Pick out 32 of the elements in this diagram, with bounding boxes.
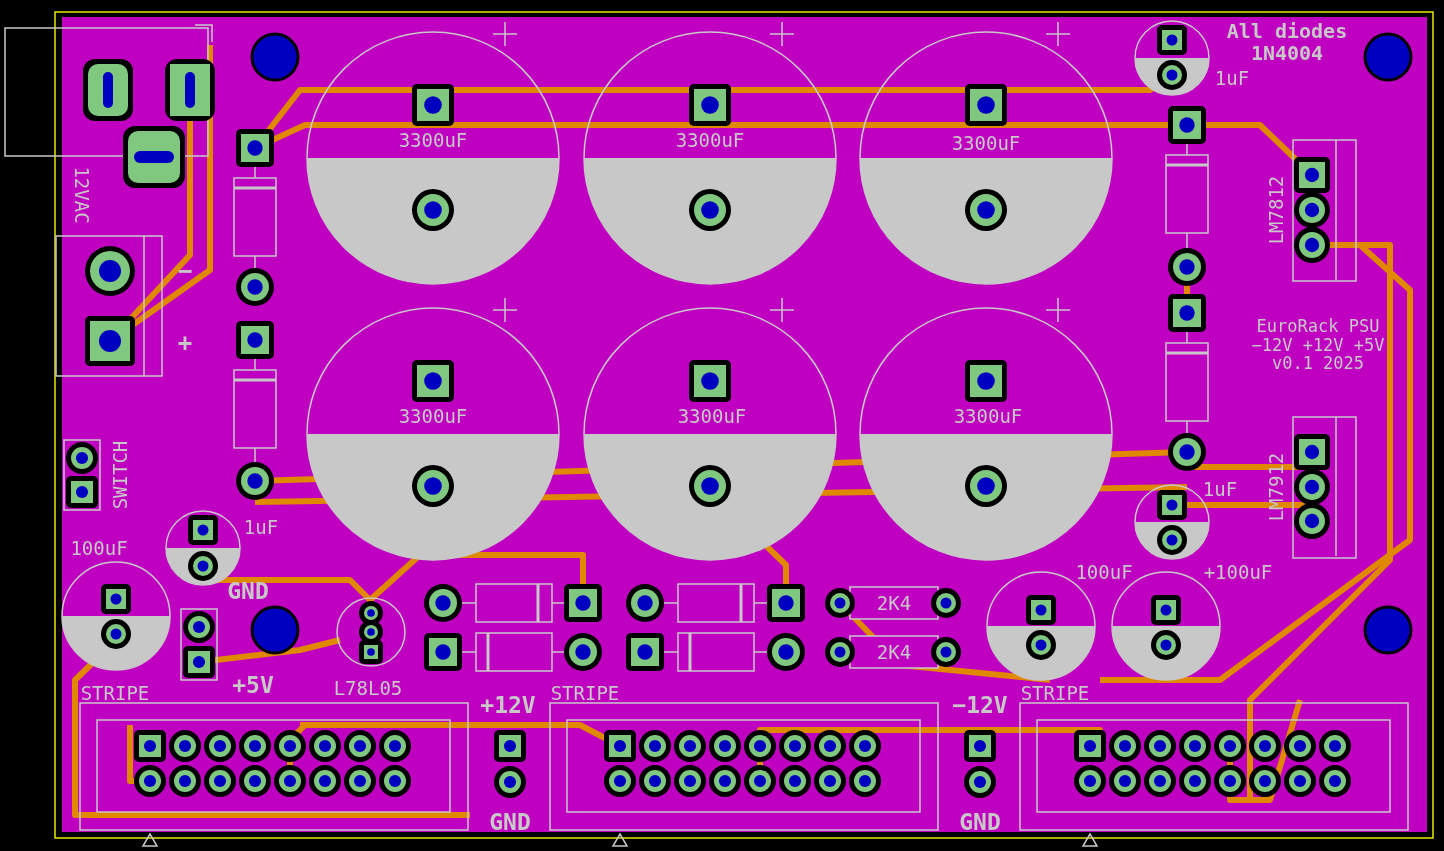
silkscreen-label: 1uF	[1214, 67, 1250, 89]
silkscreen-label: 3300uF	[677, 405, 747, 427]
silkscreen-label: GND	[227, 579, 269, 605]
rotated-label: 12VAC	[71, 166, 93, 224]
silkscreen-label: +5V	[232, 673, 274, 699]
silkscreen-label: 1uF	[243, 516, 279, 538]
silkscreen-label: 3300uF	[675, 129, 745, 151]
silkscreen-label: 3300uF	[953, 405, 1023, 427]
silkscreen-label: L78L05	[333, 677, 403, 699]
silkscreen-note: All diodes 1N4004	[1225, 20, 1349, 64]
silkscreen-label: 3300uF	[398, 129, 468, 151]
silkscreen-label: +	[177, 329, 193, 357]
silkscreen-label: STRIPE	[80, 682, 150, 704]
silkscreen-label: 2K4	[876, 592, 912, 614]
silkscreen-label: 3300uF	[398, 405, 468, 427]
silkscreen-label: 2K4	[876, 641, 912, 663]
silkscreen-label: 100uF	[1075, 561, 1133, 583]
silkscreen-label: STRIPE	[1020, 682, 1090, 704]
rotated-label: LM7812	[1265, 175, 1287, 245]
silkscreen-label: 3300uF	[951, 132, 1021, 154]
rotated-label: SWITCH	[109, 440, 131, 510]
silkscreen-note: EuroRack PSU −12V +12V +5V v0.1 2025	[1250, 316, 1386, 374]
silkscreen-label: −	[177, 257, 193, 285]
silkscreen-label: GND	[489, 810, 531, 836]
silkscreen-label: +12V	[480, 693, 536, 719]
rotated-label: LM7912	[1265, 452, 1287, 522]
silkscreen-label: 1uF	[1202, 478, 1238, 500]
silkscreen-label: −12V	[952, 693, 1008, 719]
silkscreen-label: 100uF	[70, 537, 128, 559]
silkscreen-label: +100uF	[1203, 561, 1273, 583]
silkscreen-label: GND	[959, 810, 1001, 836]
silkscreen-label: STRIPE	[550, 682, 620, 704]
